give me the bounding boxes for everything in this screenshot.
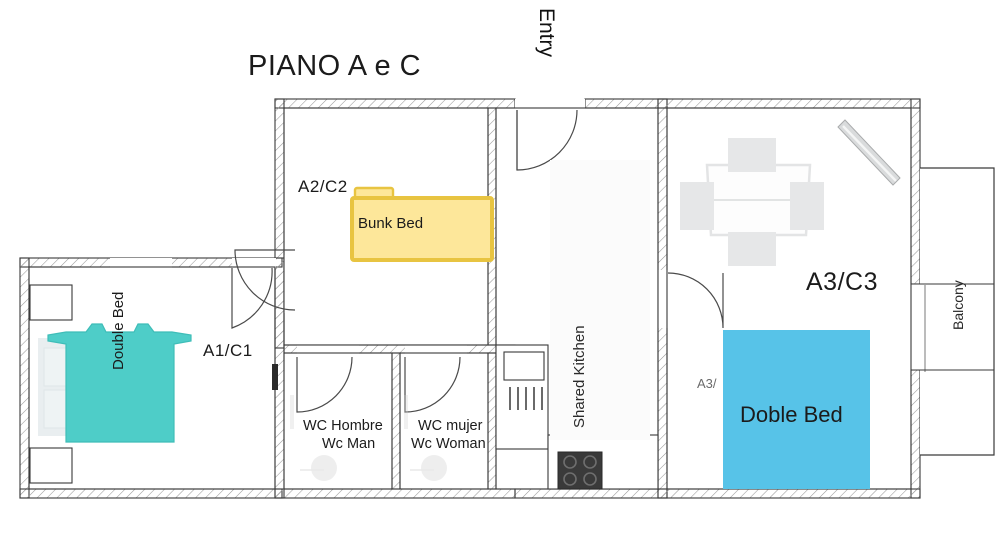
wall-left-mid-joint [274, 257, 285, 349]
opening-entry [515, 99, 585, 109]
doble-bed-label: Doble Bed [740, 402, 843, 427]
door-entry [516, 109, 578, 171]
double-bed-shape [47, 323, 192, 443]
door-a3c3 [667, 272, 724, 329]
a3c3-furniture [680, 119, 901, 489]
wall-mid-top [274, 98, 516, 109]
door-a2c2 [234, 249, 296, 311]
kitchen-label: Shared Kitchen [571, 325, 588, 428]
wc-men-toilet [311, 455, 337, 481]
bunk-bed-furniture [350, 186, 494, 262]
wc-men-label-line2: Wc Man [322, 436, 376, 452]
door-wc-women [404, 356, 461, 413]
wall-left-bottom [19, 488, 283, 499]
opening-wc-women [405, 345, 467, 354]
balcony-label: Balcony [950, 280, 966, 330]
entry-label: Entry [535, 8, 558, 58]
balcony [920, 167, 995, 456]
wc-men-label-line1: WC Hombre [303, 418, 383, 434]
chair-west [680, 182, 714, 230]
wall-niches [29, 284, 73, 484]
door-swings [231, 109, 724, 413]
bunk-bed-shape [350, 196, 494, 262]
wall-detail-lines [911, 283, 994, 371]
outline-wc-women [399, 352, 489, 490]
room-code-a1c1: A1/C1 [203, 341, 253, 360]
wall-right-bottom [657, 488, 921, 499]
opening-wc-men [297, 345, 359, 354]
wall-kitchen-top [584, 98, 668, 109]
wall-right-east-upper [910, 98, 921, 285]
pillow-upper [43, 347, 67, 387]
niche-lower [29, 447, 73, 484]
wall-kitchen-bottom [514, 488, 668, 499]
pillow-lower [43, 389, 67, 429]
opening-a3-door [658, 270, 668, 328]
stove-burners [563, 455, 597, 486]
kitchen-fixtures [495, 160, 659, 490]
chair-north [728, 138, 776, 172]
chair-east [790, 182, 824, 230]
page-title: PIANO A e C [248, 50, 422, 82]
door-a1c1 [231, 267, 273, 329]
wc-women-toilet [421, 455, 447, 481]
balcony-outline [920, 167, 995, 456]
door-frame-marker [272, 364, 278, 390]
kitchen-inner-line [550, 160, 650, 440]
chair-south [728, 232, 776, 266]
room-code-a3-partial: A3/ [697, 376, 717, 391]
door-openings [110, 99, 921, 370]
room-code-a3c3: A3/C3 [806, 268, 878, 296]
door-wc-men [296, 356, 353, 413]
wc-fixtures [290, 395, 447, 481]
outline-wc-men [283, 352, 393, 490]
wall-mid-bottom [274, 488, 516, 499]
double-bed-furniture [38, 323, 192, 443]
opening-left-top [110, 258, 172, 268]
wall-right-east-lower [910, 369, 921, 499]
wc-women-label-line2: Wc Woman [411, 436, 486, 452]
wall-wc-divider [391, 352, 401, 490]
opening-a2-door [284, 255, 293, 313]
kitchen-sink [503, 351, 545, 381]
wc-women-label-line1: WC mujer [418, 418, 483, 434]
double-bed-label: Double Bed [110, 291, 127, 370]
opening-left-mid [232, 258, 276, 268]
kitchen-drainer [509, 387, 543, 410]
wall-wc-east [487, 352, 497, 490]
niche-upper [29, 284, 73, 321]
room-code-a2c2: A2/C2 [298, 177, 348, 196]
wall-left-west [19, 257, 30, 499]
doble-bed-shape [723, 330, 870, 489]
bunk-bed-label: Bunk Bed [358, 215, 424, 232]
kitchen-stove [557, 451, 603, 490]
opening-balcony-door [911, 284, 921, 370]
wall-right-top [657, 98, 921, 109]
